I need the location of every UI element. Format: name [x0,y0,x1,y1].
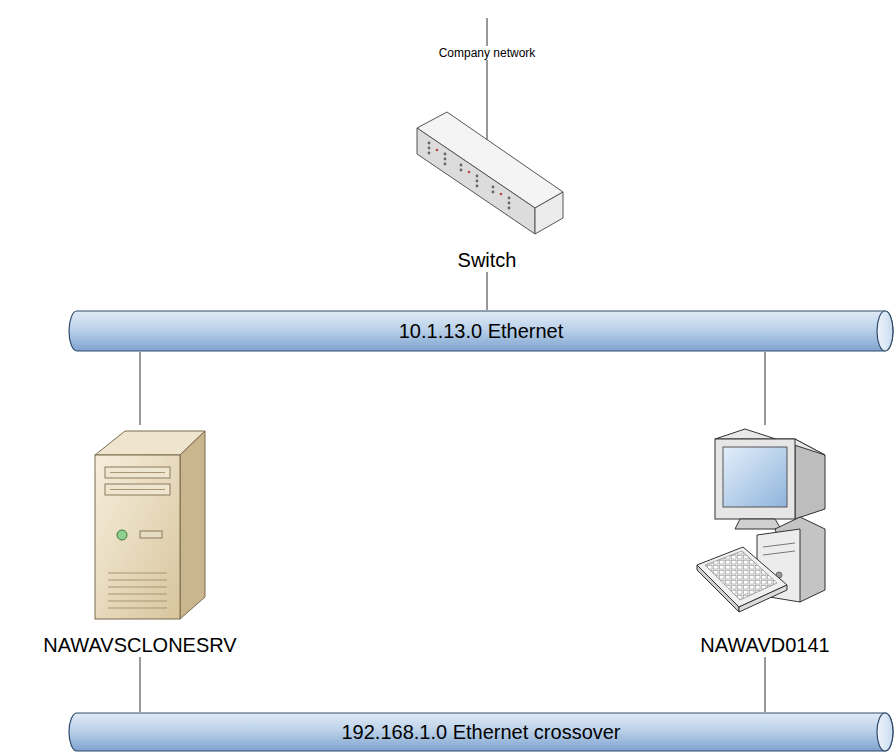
network-cable [140,657,141,712]
desktop-pc-icon [695,425,835,620]
crossover-segment: 192.168.1.0 Ethernet crossover [68,712,894,752]
network-cable [487,272,488,310]
switch-node: Switch [402,88,572,272]
host-label: Switch [458,248,517,272]
network-cable [765,352,766,425]
network-label: Company network [437,46,538,60]
host-label: NAWAVSCLONESRV [43,633,236,657]
workstation-node: NAWAVD0141 [690,425,840,657]
segment-label: 10.1.13.0 Ethernet [399,319,564,343]
ethernet-segment: 10.1.13.0 Ethernet [68,310,894,352]
network-cable [140,352,141,425]
server-icon [70,425,210,620]
segment-label: 192.168.1.0 Ethernet crossover [341,720,620,744]
server-node: NAWAVSCLONESRV [38,425,242,657]
switch-icon [407,88,567,238]
host-label: NAWAVD0141 [700,633,829,657]
network-cable [765,657,766,712]
